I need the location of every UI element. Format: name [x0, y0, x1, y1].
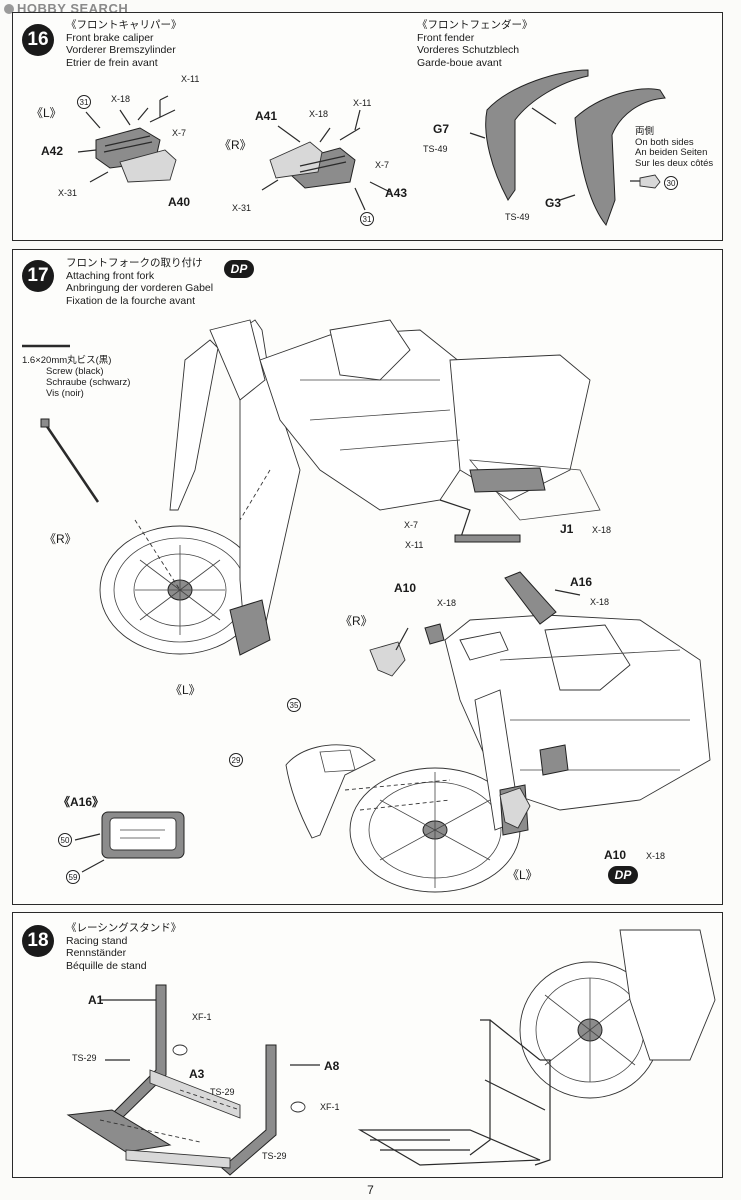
callout-ts49-g3: TS-49 — [505, 212, 530, 222]
callout-x7: X-7 — [404, 520, 419, 530]
label-g3: G3 — [545, 196, 562, 210]
bike-lower-drawing — [349, 614, 711, 893]
marker-30: 30 — [664, 176, 678, 190]
fender-mounting-drawing — [285, 744, 451, 839]
callout-xf1-a8: XF-1 — [320, 1102, 340, 1112]
caliper-right-drawing — [261, 109, 391, 211]
racing-stand-drawing — [66, 984, 320, 1176]
marker-50: 50 — [58, 833, 72, 847]
callout-x31-r: X-31 — [232, 203, 252, 213]
bike-on-stand-drawing — [357, 929, 716, 1166]
marker-31-l: 31 — [77, 95, 91, 109]
callout-x7-l: X-7 — [172, 128, 187, 138]
fork-title: フロントフォークの取り付け Attaching front fork Anbri… — [66, 257, 214, 307]
caliper-title: 《フロントキャリパー》 Front brake caliper Vorderer… — [66, 19, 182, 69]
label-a16-detail: 《A16》 — [58, 795, 105, 809]
fender-drawing — [469, 69, 666, 227]
dp-badge-bottom: DP — [608, 866, 638, 884]
callout-x11-r: X-11 — [353, 98, 372, 108]
meter-detail-drawing — [74, 811, 185, 873]
screw-callout: 1.6×20mm丸ビス(黒) Screw (black) Schraube (s… — [22, 355, 131, 399]
label-a16: A16 — [570, 575, 593, 589]
marker-29: 29 — [229, 753, 243, 767]
label-a10-bottom: A10 — [604, 848, 627, 862]
step-18-number: 18 — [22, 925, 54, 957]
bike-frame-drawing — [259, 319, 601, 543]
step-17-number: 17 — [22, 260, 54, 292]
callout-x11-l: X-11 — [181, 74, 200, 84]
label-l-fork: 《L》 — [170, 683, 201, 697]
label-a40: A40 — [168, 195, 191, 209]
callout-ts49-g7: TS-49 — [423, 144, 448, 154]
caliper-left-drawing — [77, 95, 177, 183]
label-a8: A8 — [324, 1059, 340, 1073]
callout-ts29-left: TS-29 — [72, 1053, 97, 1063]
callout-ts29-bottom: TS-29 — [262, 1151, 287, 1161]
step-16-number: 16 — [22, 24, 54, 56]
label-a43: A43 — [385, 186, 408, 200]
front-fork-drawing — [99, 319, 301, 656]
label-r-mirror: 《R》 — [340, 614, 373, 628]
fender-title: 《フロントフェンダー》 Front fender Vorderes Schutz… — [417, 19, 533, 69]
label-a3: A3 — [189, 1067, 205, 1081]
callout-x18-l: X-18 — [111, 94, 131, 104]
marker-31-r: 31 — [360, 212, 374, 226]
callout-x31-l: X-31 — [58, 188, 78, 198]
marker-59: 59 — [66, 870, 80, 884]
callout-x18-a10-top: X-18 — [437, 598, 457, 608]
screw-drawing — [22, 344, 100, 503]
page-number: 7 — [367, 1183, 374, 1197]
mirror-drawings — [369, 627, 531, 829]
both-sides-note: 両側 On both sides An beiden Seiten Sur le… — [635, 126, 714, 169]
callout-x18-r: X-18 — [309, 109, 329, 119]
callout-x18-a10-bottom: X-18 — [646, 851, 666, 861]
callout-x11: X-11 — [405, 540, 424, 550]
callout-xf1-a1: XF-1 — [192, 1012, 212, 1022]
callout-x18-j1: X-18 — [592, 525, 612, 535]
callout-x18-a16: X-18 — [590, 597, 610, 607]
label-g7: G7 — [433, 122, 450, 136]
label-j1: J1 — [560, 522, 574, 536]
label-a10-top: A10 — [394, 581, 417, 595]
dp-badge: DP — [224, 260, 254, 278]
callout-x7-r: X-7 — [375, 160, 390, 170]
label-l: 《L》 — [31, 106, 62, 120]
label-r-fork: 《R》 — [44, 532, 77, 546]
label-l-mirror: 《L》 — [507, 868, 538, 882]
logo-icon — [4, 4, 14, 14]
stand-title: 《レーシングスタンド》 Racing stand Rennständer Béq… — [66, 922, 182, 972]
label-a41: A41 — [255, 109, 278, 123]
label-a1: A1 — [88, 993, 104, 1007]
a10-a16-parts — [424, 571, 581, 661]
label-r: 《R》 — [219, 138, 252, 152]
label-a42: A42 — [41, 144, 64, 158]
callout-ts29-middle: TS-29 — [210, 1087, 235, 1097]
marker-35: 35 — [287, 698, 301, 712]
